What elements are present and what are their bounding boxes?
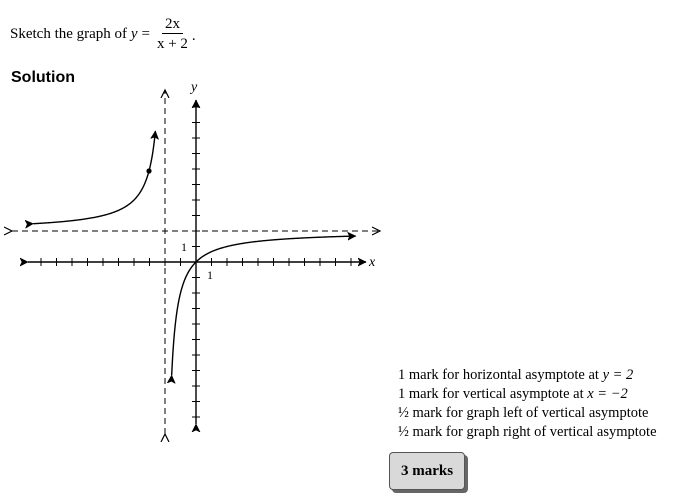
x-tick-label: 1 (207, 268, 213, 282)
mark-item: 1 mark for horizontal asymptote at y = 2 (398, 367, 634, 383)
marking-scheme: 1 mark for horizontal asymptote at y = 2… (398, 366, 657, 442)
question-fraction: 2x x + 2 (154, 15, 191, 54)
question-variable: y (130, 25, 138, 42)
y-tick-label: 1 (181, 240, 187, 254)
x-axis-label: x (368, 255, 376, 270)
mark-item: ½ mark for graph left of vertical asympt… (398, 405, 649, 421)
mark-item: 1 mark for vertical asymptote at x = −2 (398, 386, 628, 402)
y-axis-label: y (189, 80, 198, 95)
question-prefix: Sketch the graph of (10, 25, 131, 42)
fraction-numerator: 2x (161, 15, 183, 34)
question-end: . (191, 28, 196, 44)
left-branch-curve (33, 131, 155, 224)
total-marks-badge: 3 marks (389, 452, 465, 490)
plotted-point (146, 168, 152, 174)
question-text: Sketch the graph of y = 2x x + 2 . (10, 11, 196, 57)
mark-item: ½ mark for graph right of vertical asymp… (398, 424, 657, 440)
fraction-denominator: x + 2 (156, 35, 188, 52)
solution-heading: Solution (11, 69, 75, 86)
right-branch-curve (172, 236, 356, 375)
question-equals: = (141, 25, 150, 42)
